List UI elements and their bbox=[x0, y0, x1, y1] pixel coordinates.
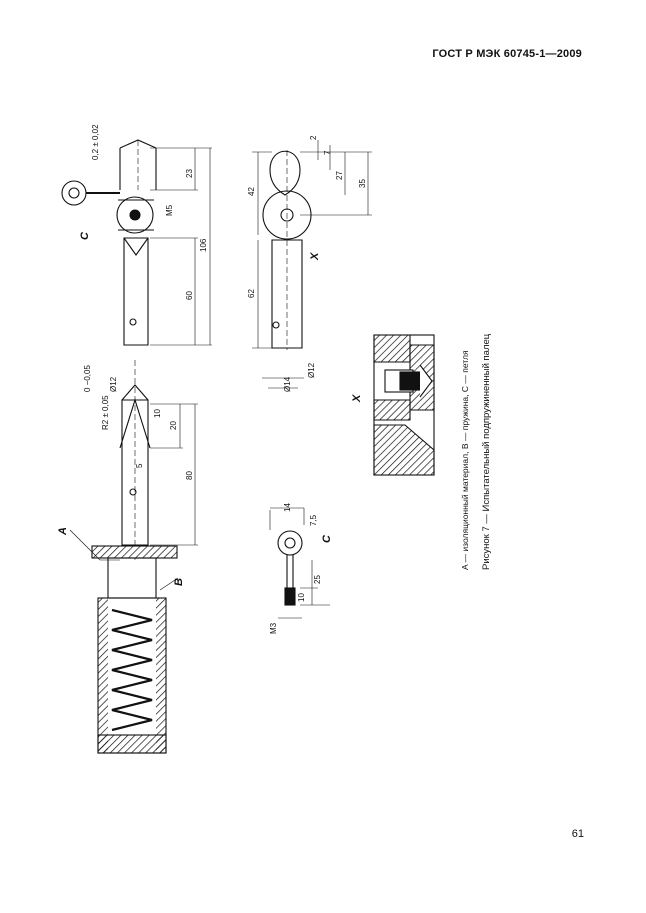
finger-top-view bbox=[61, 139, 157, 346]
dim-60: 60 bbox=[185, 291, 194, 300]
label-a: A bbox=[57, 527, 69, 536]
dim-m5: M5 bbox=[165, 204, 174, 216]
dim-62: 62 bbox=[247, 289, 256, 298]
dim-20: 20 bbox=[169, 421, 178, 430]
dim-27: 27 bbox=[335, 171, 344, 180]
dim-42: 42 bbox=[247, 187, 256, 196]
dim-r2: R2 ± 0,05 bbox=[101, 395, 110, 430]
dim-10: 10 bbox=[153, 409, 162, 418]
figure-caption: Рисунок 7 — Испытательный подпружиненный… bbox=[481, 333, 492, 570]
finger-main bbox=[91, 360, 178, 754]
standard-header: ГОСТ Р МЭК 60745-1—2009 bbox=[432, 48, 582, 60]
dim-dia12b: Ø12 bbox=[307, 362, 316, 378]
dimension-lines-middle bbox=[69, 403, 198, 591]
dim-dia14: Ø14 bbox=[283, 376, 292, 392]
finger-side-view bbox=[262, 150, 312, 350]
figure-legend: A — изоляционный материал, B — пружина, … bbox=[460, 350, 470, 570]
dim-tol: 0 −0,05 bbox=[83, 365, 92, 392]
dim-dia12: Ø12 bbox=[109, 376, 118, 392]
dim-14: 14 bbox=[283, 503, 292, 512]
dim-2: 2 bbox=[309, 135, 318, 140]
dim-80: 80 bbox=[185, 471, 194, 480]
dim-25: 25 bbox=[313, 575, 322, 584]
label-b: B bbox=[173, 578, 185, 586]
label-x-section: X bbox=[351, 394, 363, 403]
dim-35: 35 bbox=[358, 179, 367, 188]
page-number: 61 bbox=[571, 828, 584, 840]
dim-7: 7 bbox=[323, 150, 332, 155]
label-x-upper: X bbox=[309, 252, 321, 261]
dim-106: 106 bbox=[199, 238, 208, 252]
loop-detail bbox=[269, 507, 330, 619]
dim-23: 23 bbox=[185, 169, 194, 178]
dim-m3: M3 bbox=[269, 622, 278, 634]
dim-7-5: 7,5 bbox=[309, 514, 318, 526]
dimension-lines-upper bbox=[150, 140, 372, 389]
dim-5: 5 bbox=[135, 463, 144, 468]
section-x-detail bbox=[373, 334, 435, 476]
dim-10b: 10 bbox=[297, 593, 306, 602]
dim-0-2: 0,2 ± 0,02 bbox=[91, 124, 100, 160]
label-c-upper: C bbox=[79, 231, 91, 240]
label-c-detail: C bbox=[321, 534, 333, 543]
